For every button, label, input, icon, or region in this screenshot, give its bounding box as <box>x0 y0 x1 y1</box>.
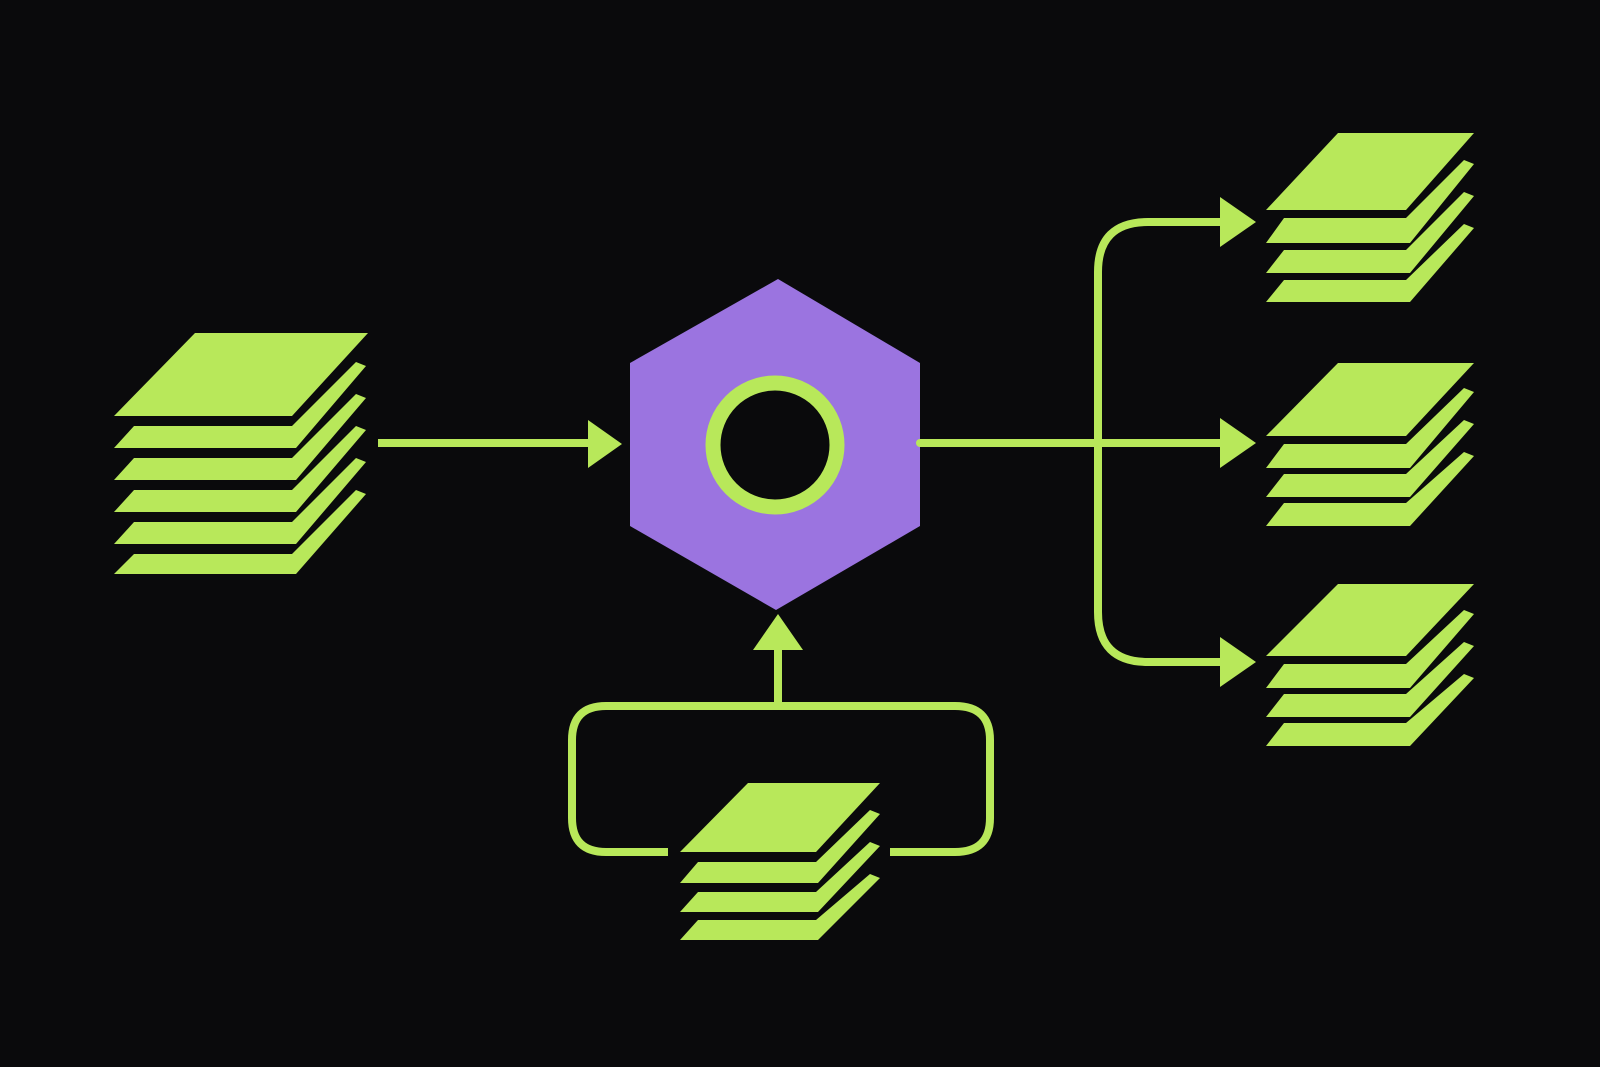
output-stack-top-layer-2-icon <box>1266 192 1474 273</box>
feedback-stack <box>680 783 880 940</box>
hub-ring-icon <box>705 375 845 515</box>
feedback-stack-sheet-icon <box>680 783 880 852</box>
input-stack-layer-5-icon <box>114 490 366 574</box>
output-stack-top-layer-1-icon <box>1266 160 1474 243</box>
output-branches <box>916 218 1230 666</box>
feedback-stack-layer-3-icon <box>680 874 880 940</box>
output-stack-bottom-layer-2-icon <box>1266 642 1474 717</box>
input-arrow <box>378 420 622 468</box>
feedback-stack-layer-1-icon <box>680 810 880 883</box>
hub-node <box>630 279 920 610</box>
feedback-stack-layer-2-icon <box>680 842 880 912</box>
arrowhead-right-icon <box>1220 637 1256 687</box>
input-stack-layer-3-icon <box>114 426 366 512</box>
output-branch-bottom <box>1094 439 1230 666</box>
output-stack-bottom-sheet-icon <box>1266 584 1474 656</box>
output-stack-middle-layer-1-icon <box>1266 388 1474 468</box>
input-stack-layer-2-icon <box>114 394 366 480</box>
input-stack-layer-1-icon <box>114 362 366 448</box>
arrowhead-up-icon <box>753 614 803 650</box>
output-stack-bottom-layer-3-icon <box>1266 674 1474 746</box>
output-arrowheads <box>1220 197 1256 687</box>
feedback-loop <box>568 648 994 856</box>
input-stack <box>114 333 368 574</box>
output-stack-bottom <box>1266 584 1474 746</box>
output-stack-top <box>1266 133 1474 302</box>
output-stack-bottom-layer-1-icon <box>1266 610 1474 688</box>
input-stack-layer-4-icon <box>114 458 366 544</box>
output-stack-middle-layer-3-icon <box>1266 452 1474 526</box>
arrowhead-right-icon <box>1220 418 1256 468</box>
output-stack-middle-layer-2-icon <box>1266 420 1474 497</box>
output-branch-top <box>1094 218 1230 447</box>
arrowhead-right-icon <box>588 420 622 468</box>
output-stack-top-layer-3-icon <box>1266 224 1474 302</box>
arrowhead-right-icon <box>1220 197 1256 247</box>
output-stack-middle <box>1266 363 1474 526</box>
output-stack-middle-sheet-icon <box>1266 363 1474 436</box>
input-stack-top-sheet-icon <box>114 333 368 416</box>
output-stack-top-sheet-icon <box>1266 133 1474 210</box>
